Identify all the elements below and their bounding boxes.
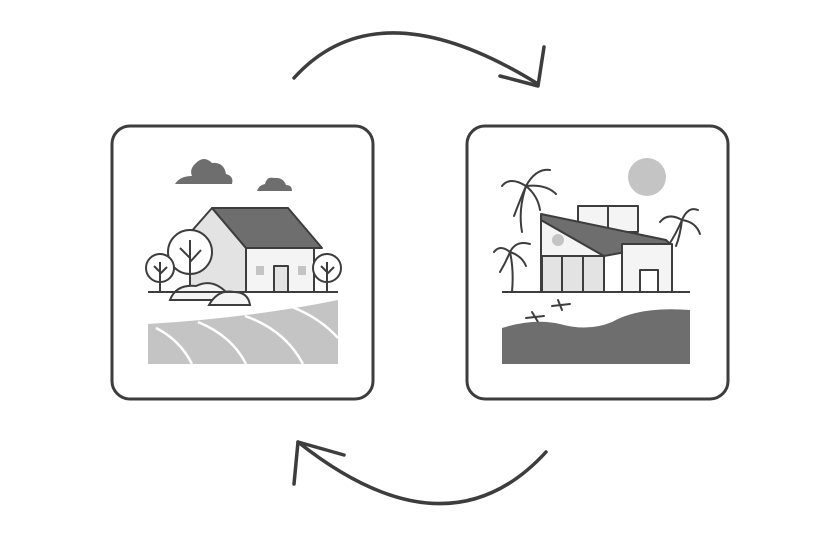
tropical-modern-villa-card (467, 126, 728, 399)
curved-arrow-clockwise-icon (294, 33, 544, 86)
curved-arrow-return-icon (294, 442, 546, 504)
countryside-farmhouse-card (112, 126, 373, 399)
sun-icon (628, 158, 666, 196)
